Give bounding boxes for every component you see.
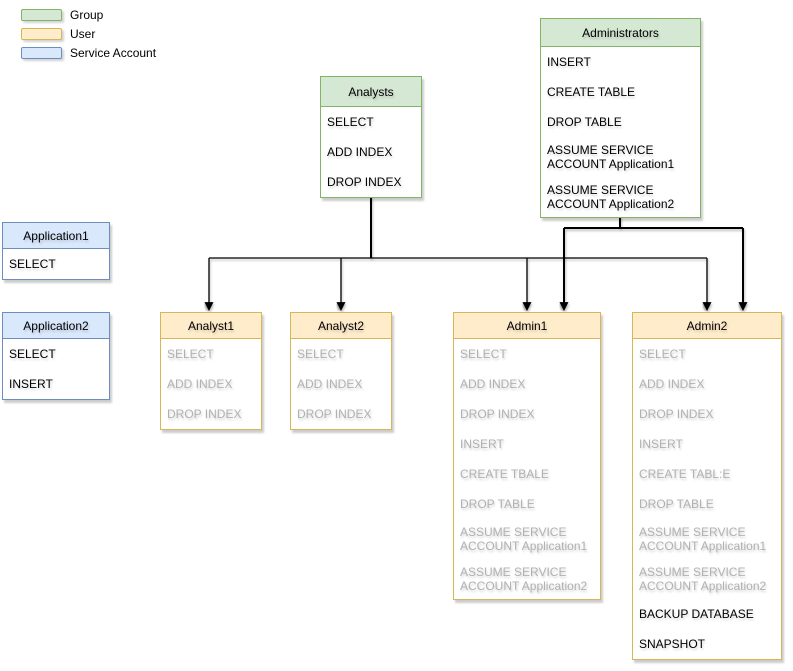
legend-swatch-user[interactable] (21, 28, 62, 40)
permission: INSERT (639, 437, 683, 451)
node-title: Analysts (321, 77, 421, 107)
permission: ASSUME SERVICE ACCOUNT Application1 (460, 525, 588, 553)
permission: SELECT (297, 347, 344, 361)
permission: ASSUME SERVICE ACCOUNT Application1 (547, 143, 675, 171)
permission: SELECT (9, 347, 56, 361)
node-admin1[interactable]: Admin1 SELECT ADD INDEX DROP INDEX INSER… (453, 312, 601, 600)
permission: DROP INDEX (297, 407, 372, 421)
legend-label-service-account: Service Account (70, 46, 157, 60)
permission: CREATE TBALE (460, 467, 549, 481)
node-title: Analyst1 (161, 313, 261, 339)
node-admin2[interactable]: Admin2 SELECT ADD INDEX DROP INDEX INSER… (632, 312, 782, 660)
node-title: Application1 (3, 223, 109, 249)
node-title: Admin1 (454, 313, 600, 339)
permission: SELECT (639, 347, 686, 361)
legend-label-user: User (70, 27, 96, 41)
permission: DROP INDEX (167, 407, 242, 421)
node-administrators[interactable]: Administrators INSERT CREATE TABLE DROP … (540, 18, 701, 218)
permission: DROP INDEX (460, 407, 535, 421)
permission: SELECT (327, 115, 374, 129)
node-title: Admin2 (633, 313, 781, 339)
permission: ADD INDEX (167, 377, 233, 391)
node-application2[interactable]: Application2 SELECT INSERT (2, 312, 110, 400)
legend-label-group: Group (70, 8, 104, 22)
node-analyst1[interactable]: Analyst1 SELECT ADD INDEX DROP INDEX (160, 312, 262, 430)
permission: BACKUP DATABASE (639, 607, 754, 621)
permission: ADD INDEX (297, 377, 363, 391)
permission: DROP INDEX (639, 407, 714, 421)
permission: DROP TABLE (639, 497, 714, 511)
permission: CREATE TABLE (547, 85, 636, 99)
permission: DROP TABLE (547, 115, 622, 129)
permission: CREATE TABL:E (639, 467, 731, 481)
node-application1[interactable]: Application1 SELECT (2, 222, 110, 280)
permission: INSERT (547, 55, 591, 69)
permission: ASSUME SERVICE ACCOUNT Application2 (547, 183, 675, 211)
permission: DROP TABLE (460, 497, 535, 511)
legend-swatch-group[interactable] (21, 9, 62, 21)
permission: SELECT (9, 257, 56, 271)
node-analysts[interactable]: Analysts SELECT ADD INDEX DROP INDEX (320, 76, 422, 198)
legend-swatch-service-account[interactable] (21, 47, 62, 59)
permission: DROP INDEX (327, 175, 402, 189)
permission: ADD INDEX (460, 377, 526, 391)
permission: INSERT (9, 377, 53, 391)
permission: ASSUME SERVICE ACCOUNT Application2 (639, 565, 767, 593)
permission: SELECT (167, 347, 214, 361)
node-title: Analyst2 (291, 313, 391, 339)
node-title: Application2 (3, 313, 109, 339)
permission: ASSUME SERVICE ACCOUNT Application1 (639, 525, 767, 553)
permission: ADD INDEX (639, 377, 705, 391)
permission: SNAPSHOT (639, 637, 706, 651)
node-title: Administrators (541, 19, 700, 47)
node-analyst2[interactable]: Analyst2 SELECT ADD INDEX DROP INDEX (290, 312, 392, 430)
permission: INSERT (460, 437, 504, 451)
permission: SELECT (460, 347, 507, 361)
permission: ASSUME SERVICE ACCOUNT Application2 (460, 565, 588, 593)
permission: ADD INDEX (327, 145, 393, 159)
